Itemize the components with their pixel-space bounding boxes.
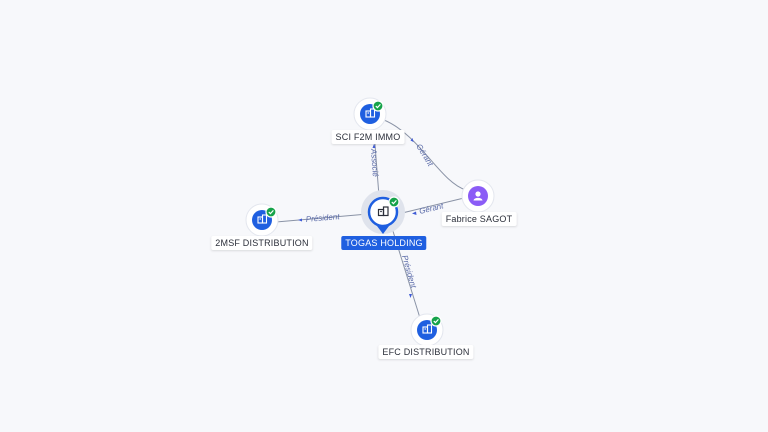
edge-label-president-efc: Président [400,254,418,290]
node-sci-f2m-immo[interactable] [353,97,387,131]
node-label-efc-distribution[interactable]: EFC DISTRIBUTION [378,345,474,359]
edge-label-president-msf: Président [305,212,340,224]
nodes [245,97,495,347]
building-icon [422,324,433,334]
node-label-sci-f2m-immo[interactable]: SCI F2M IMMO [331,130,405,144]
verified-check-icon [388,196,400,208]
edge-line [397,197,465,215]
edge-arrow [412,211,417,215]
node-togas-holding[interactable] [361,190,405,234]
person-icon [473,191,483,201]
edge-togas-msf[interactable]: Président [275,212,369,224]
node-fabrice-sagot[interactable] [461,179,495,213]
verified-check-icon [430,315,442,327]
node-label-2msf-distribution[interactable]: 2MSF DISTRIBUTION [211,236,313,250]
edge-line [275,213,369,223]
node-2msf-distribution[interactable] [245,203,279,237]
verified-check-icon [372,100,384,112]
edge-arrow [409,294,412,298]
edge-label-gerant-sci: Gérant [414,142,435,168]
node-label-fabrice-sagot[interactable]: Fabrice SAGOT [441,212,517,226]
edge-arrow [410,138,414,142]
edge-arrow [298,218,302,222]
building-icon [257,214,268,224]
edge-line [383,119,467,191]
focus-pin-tip [377,226,389,234]
verified-check-icon [265,206,277,218]
building-icon [377,206,389,217]
edge-label-associe: Associé [369,148,380,178]
building-icon [365,108,376,118]
node-label-togas-holding[interactable]: TOGAS HOLDING [341,236,427,250]
edge-arrow [372,144,376,148]
node-efc-distribution[interactable] [410,313,444,347]
